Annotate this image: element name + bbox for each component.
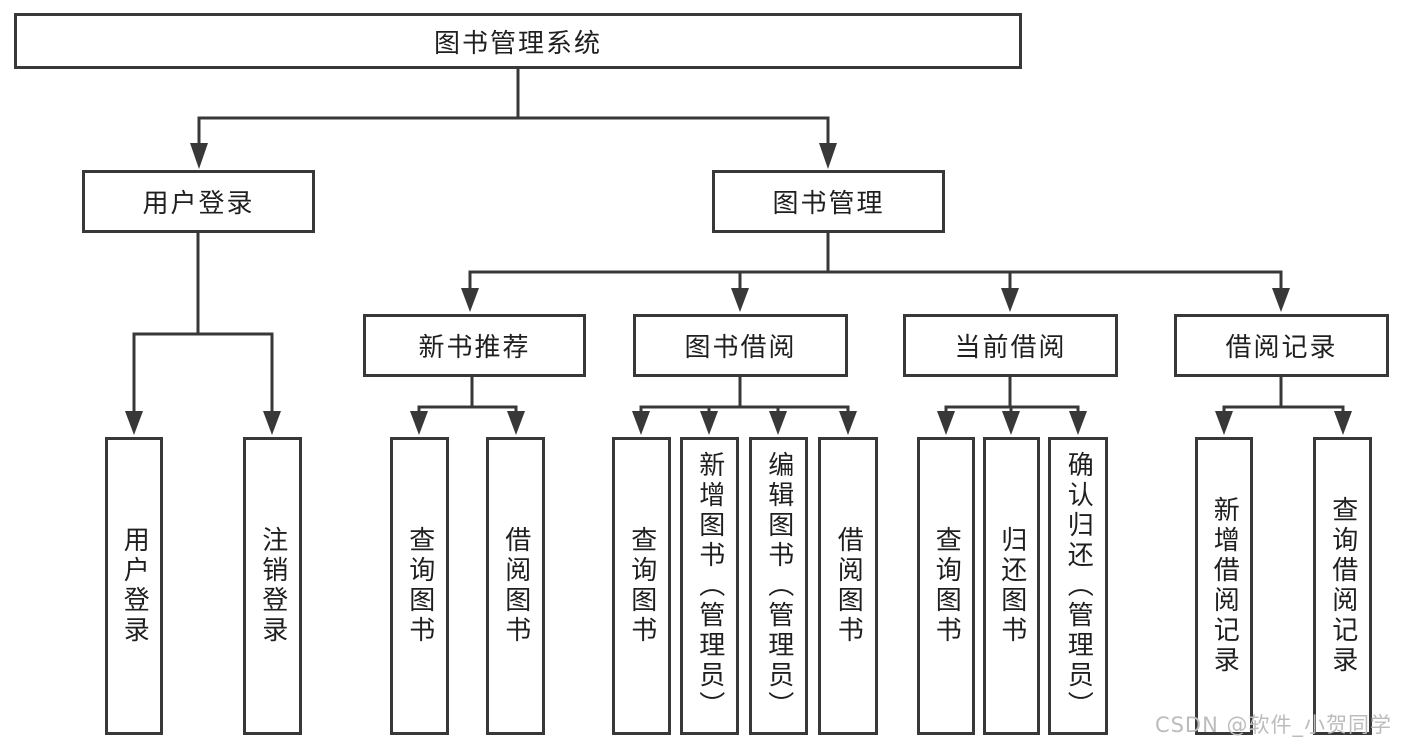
watermark: CSDN @软件_小贺同学 (1154, 713, 1392, 737)
leaf-logout-label: 注销登录 (257, 526, 288, 646)
arrowhead-icon (1001, 288, 1019, 312)
leaf-borrow-book-2: 借阅图书 (818, 437, 878, 735)
arrowhead-icon (1334, 411, 1352, 435)
node-user-login: 用户登录 (82, 170, 315, 233)
arrowhead-icon (839, 411, 857, 435)
connector-current-borrowing-to-leaves (944, 377, 1080, 413)
arrowhead-icon (125, 411, 143, 435)
leaf-logout: 注销登录 (243, 437, 302, 735)
arrowhead-icon (937, 411, 955, 435)
leaf-query-book-3: 查询图书 (917, 437, 975, 735)
arrowhead-icon (769, 411, 787, 435)
arrowhead-icon (1069, 411, 1087, 435)
node-book-management: 图书管理 (712, 170, 945, 233)
arrowhead-icon (263, 411, 281, 435)
connector-user-login-to-leaves (132, 233, 274, 412)
arrowhead-icon (1002, 411, 1020, 435)
arrowhead-icon (632, 411, 650, 435)
leaf-add-book-admin-label: 新增图书（管理员） (694, 451, 725, 721)
connector-book-management-to-level3 (468, 233, 1283, 290)
arrowhead-icon (190, 143, 208, 169)
leaf-add-book-admin: 新增图书（管理员） (680, 437, 739, 735)
leaf-query-book-2: 查询图书 (612, 437, 671, 735)
node-borrowing-records: 借阅记录 (1174, 314, 1389, 377)
leaf-user-login: 用户登录 (105, 437, 163, 735)
connector-root-to-level2 (197, 69, 830, 144)
connector-borrowing-records-to-leaves (1222, 377, 1345, 413)
arrowhead-icon (461, 288, 479, 312)
leaf-borrow-book-1-label: 借阅图书 (500, 526, 531, 646)
node-current-borrowing: 当前借阅 (903, 314, 1118, 377)
leaf-return-book-label: 归还图书 (996, 526, 1027, 646)
connector-new-book-recommend-to-leaves (417, 377, 518, 413)
leaf-confirm-return-admin-label: 确认归还（管理员） (1063, 451, 1094, 721)
connector-book-borrowing-to-leaves (639, 377, 850, 413)
leaf-query-borrow-record-label: 查询借阅记录 (1327, 496, 1358, 676)
arrowhead-icon (1272, 288, 1290, 312)
leaf-return-book: 归还图书 (983, 437, 1040, 735)
arrowhead-icon (819, 143, 837, 169)
arrowhead-icon (731, 288, 749, 312)
leaf-add-borrow-record: 新增借阅记录 (1195, 437, 1253, 735)
arrowhead-icon (507, 411, 525, 435)
leaf-query-book-2-label: 查询图书 (626, 526, 657, 646)
leaf-query-book-3-label: 查询图书 (931, 526, 962, 646)
leaf-edit-book-admin-label: 编辑图书（管理员） (763, 451, 794, 721)
leaf-query-borrow-record: 查询借阅记录 (1313, 437, 1372, 735)
leaf-query-book-1-label: 查询图书 (404, 526, 435, 646)
node-new-book-recommend: 新书推荐 (363, 314, 586, 377)
leaf-user-login-label: 用户登录 (119, 526, 150, 646)
leaf-confirm-return-admin: 确认归还（管理员） (1048, 437, 1108, 735)
node-root: 图书管理系统 (14, 13, 1022, 69)
node-book-borrowing: 图书借阅 (633, 314, 848, 377)
arrowhead-icon (700, 411, 718, 435)
arrowhead-icon (1215, 411, 1233, 435)
leaf-borrow-book-2-label: 借阅图书 (833, 526, 864, 646)
arrowhead-icon (410, 411, 428, 435)
leaf-query-book-1: 查询图书 (390, 437, 449, 735)
leaf-edit-book-admin: 编辑图书（管理员） (749, 437, 808, 735)
leaf-add-borrow-record-label: 新增借阅记录 (1209, 496, 1240, 676)
leaf-borrow-book-1: 借阅图书 (486, 437, 545, 735)
